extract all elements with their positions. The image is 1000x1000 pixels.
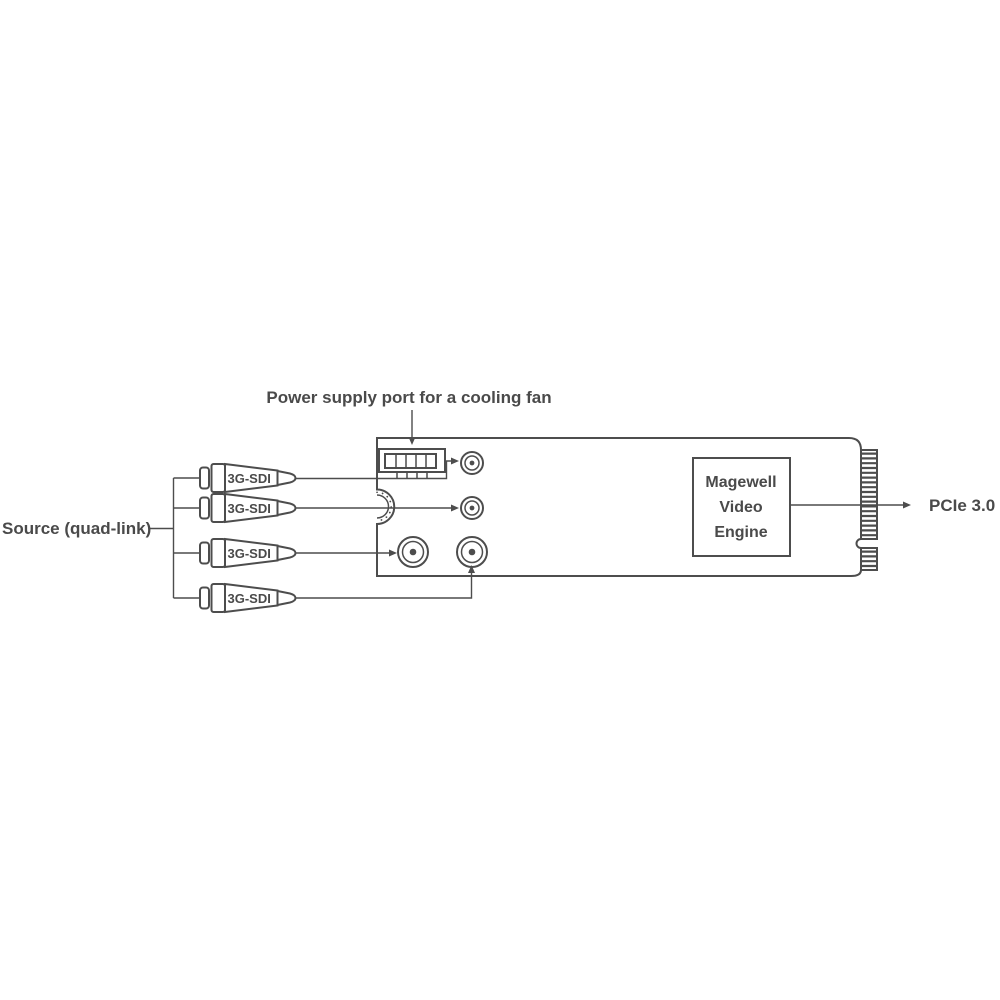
sdi-plug-1: 3G-SDI: [199, 462, 297, 494]
fan-port-arrow: [408, 410, 416, 445]
sdi-plug-label: 3G-SDI: [228, 546, 271, 561]
pcie-edge-connector-icon: [860, 449, 878, 571]
sdi-plug-label: 3G-SDI: [228, 591, 271, 606]
video-engine-box: Magewell Video Engine: [692, 457, 791, 557]
pcie-label: PCIe 3.0: [929, 496, 995, 515]
fan-power-port-icon: [378, 448, 446, 478]
source-label: Source (quad-link): [2, 519, 151, 538]
sdi-signal-line-1: [295, 457, 459, 480]
screw-notch-icon: [376, 491, 392, 522]
sdi-plug-2: 3G-SDI: [199, 492, 297, 524]
sdi-signal-line-4: [295, 565, 475, 599]
coax-connector-4-icon: [456, 536, 488, 568]
sdi-signal-line-2: [295, 504, 459, 512]
pcie-signal-line: [790, 501, 911, 509]
sdi-plug-4: 3G-SDI: [199, 582, 297, 614]
sdi-plug-label: 3G-SDI: [228, 471, 271, 486]
engine-line-2: Video: [719, 499, 763, 516]
fan-port-label: Power supply port for a cooling fan: [266, 388, 551, 407]
engine-line-3: Engine: [714, 524, 767, 541]
quad-link-bracket: [150, 477, 200, 599]
sdi-plug-3: 3G-SDI: [199, 537, 297, 569]
sdi-plug-label: 3G-SDI: [228, 501, 271, 516]
engine-line-1: Magewell: [705, 474, 776, 491]
sdi-signal-line-3: [295, 549, 397, 557]
coax-connector-3-icon: [397, 536, 429, 568]
coax-connector-1-icon: [460, 451, 484, 475]
coax-connector-2-icon: [460, 496, 484, 520]
